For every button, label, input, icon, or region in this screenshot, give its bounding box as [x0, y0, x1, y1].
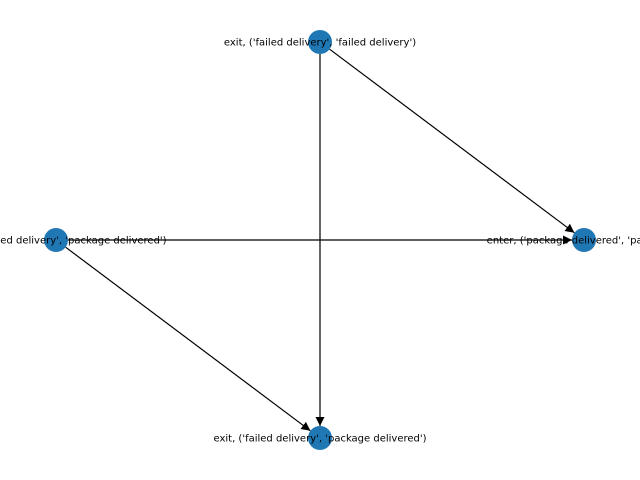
nodes-layer — [44, 30, 596, 450]
edge-n_left-to-n_bottom — [65, 246, 311, 432]
graph-node-left — [44, 228, 68, 252]
node-label-top: exit, ('failed delivery', 'failed delive… — [224, 38, 416, 49]
graph-node-right — [572, 228, 596, 252]
graph-node-bottom — [308, 426, 332, 450]
node-label-right: enter, ('package delivered', 'payment') — [487, 236, 640, 247]
graph-node-top — [308, 30, 332, 54]
node-label-bottom: exit, ('failed delivery', 'package deliv… — [213, 434, 426, 445]
edges-layer — [65, 48, 575, 432]
labels-layer: exit, ('failed delivery', 'failed delive… — [0, 38, 640, 445]
edge-n_top-to-n_right — [329, 48, 575, 234]
node-label-left: enter, ('failed delivery', 'package deli… — [0, 236, 167, 247]
